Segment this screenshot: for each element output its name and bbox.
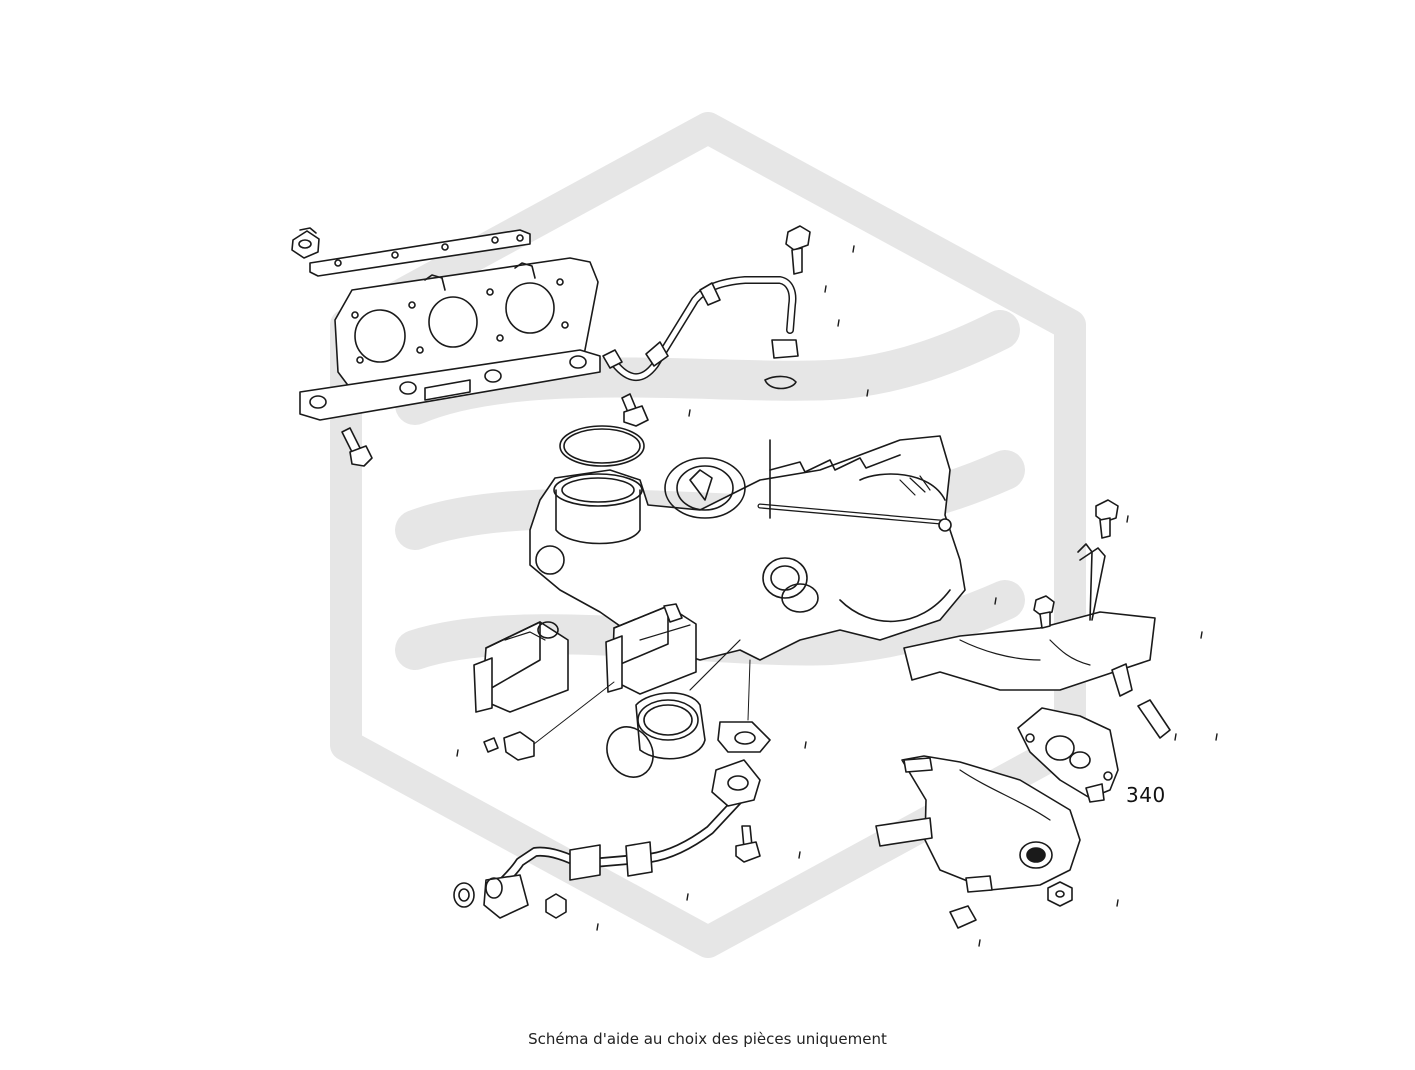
bolt-part	[785, 225, 811, 275]
oil-return-pipe	[483, 759, 761, 919]
diagram-caption: Schéma d'aide au choix des pièces unique…	[528, 1030, 887, 1048]
bolt-part	[735, 825, 761, 863]
strip-bracket	[309, 229, 531, 277]
bolt-part	[621, 393, 649, 427]
bolt-part	[1033, 595, 1055, 629]
nut-part	[1047, 881, 1073, 907]
flange-rail	[299, 349, 601, 421]
washer	[453, 882, 475, 908]
bolt-part	[341, 427, 373, 467]
actuator-left	[473, 621, 569, 713]
oil-feed-pipe	[602, 276, 799, 390]
o-ring	[559, 425, 645, 467]
clip-part	[949, 905, 977, 929]
nut-part	[545, 893, 567, 919]
heat-shield-long	[903, 543, 1171, 739]
turbo-housing	[529, 435, 966, 661]
bolt-part	[1095, 499, 1119, 539]
actuator-center	[605, 603, 697, 695]
inlet-ring	[606, 726, 654, 778]
flange-gasket	[717, 659, 771, 753]
part-number-callout: 340	[1126, 783, 1166, 807]
manifold-gasket	[334, 257, 599, 389]
heat-shield-lower	[875, 755, 1081, 893]
inlet-elbow	[635, 639, 741, 760]
sensor-part	[483, 681, 615, 761]
heat-shield-340	[1017, 707, 1119, 803]
nut-part	[291, 227, 320, 259]
